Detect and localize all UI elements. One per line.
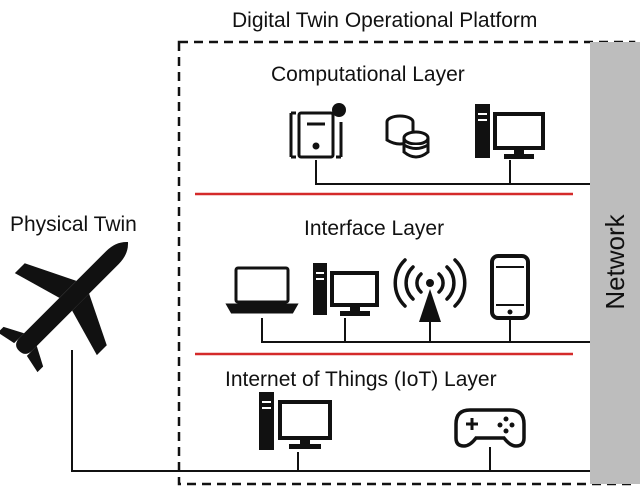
laptop-icon	[225, 266, 299, 314]
computational-bus-line	[315, 160, 590, 185]
network-bar	[590, 42, 640, 484]
desktop-computer-icon	[259, 392, 332, 450]
physical-twin-label: Physical Twin	[10, 213, 137, 236]
computational-layer-label: Computational Layer	[271, 63, 465, 86]
desktop-computer-icon	[475, 104, 545, 159]
desktop-computer-icon	[313, 263, 379, 316]
wireless-antenna-icon	[393, 258, 467, 322]
database-icon	[385, 114, 430, 159]
physical-twin-line	[71, 350, 590, 472]
interface-layer-label: Interface Layer	[304, 217, 445, 240]
interface-bus-line	[261, 318, 590, 343]
smartphone-icon	[490, 254, 530, 320]
platform-boundary	[177, 40, 636, 486]
game-controller-icon	[454, 408, 526, 448]
iot-layer-label: Internet of Things (IoT) Layer	[225, 368, 497, 391]
server-icon	[289, 103, 346, 159]
airplane-icon	[0, 242, 128, 373]
platform-title: Digital Twin Operational Platform	[232, 9, 538, 32]
network-label: Network	[600, 214, 630, 310]
